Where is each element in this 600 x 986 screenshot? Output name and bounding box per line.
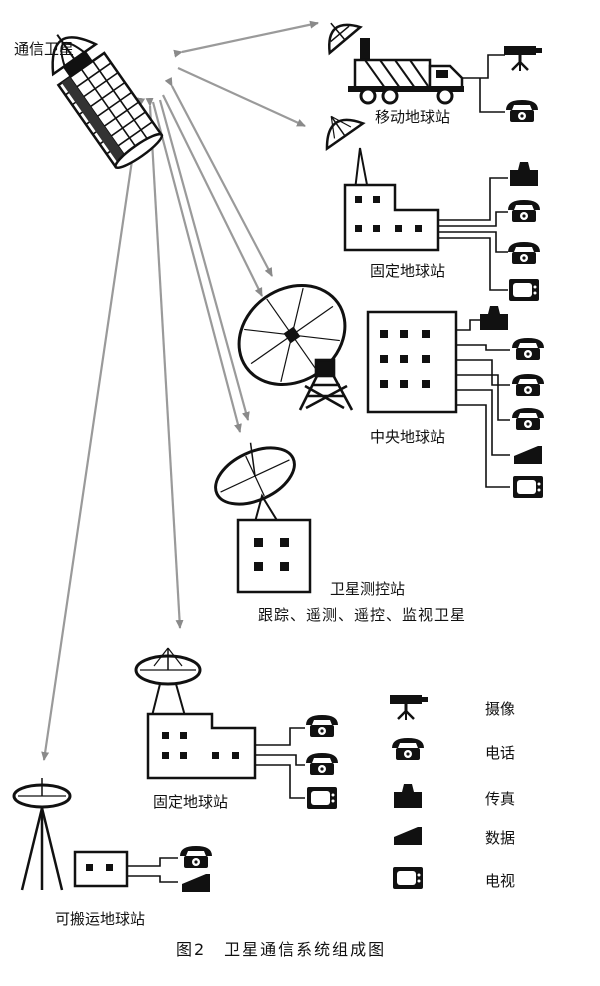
link-fixed-station-bottom <box>145 97 184 629</box>
dish-antenna-icon <box>237 283 347 387</box>
figure-caption: 图2 卫星通信系统组成图 <box>176 940 387 959</box>
fixed-earth-station-top <box>325 115 540 301</box>
dish-antenna-icon <box>134 647 202 686</box>
link-mobile-station-return <box>177 66 306 128</box>
telephone-icon <box>512 374 544 396</box>
building-icon <box>73 850 129 888</box>
building-icon <box>343 183 440 252</box>
telephone-icon <box>508 242 540 264</box>
link-fixed-station-top <box>164 77 273 277</box>
camera-icon <box>388 693 430 722</box>
satellite-icon <box>51 34 164 170</box>
ttc-station-label: 卫星测控站 <box>330 580 406 598</box>
legend-label-data: 数据 <box>485 829 516 847</box>
building-icon <box>236 518 312 594</box>
legend-label-telephone: 电话 <box>485 744 516 762</box>
fixed-station-top-label: 固定地球站 <box>370 262 446 280</box>
television-icon <box>509 279 539 301</box>
television-icon <box>513 476 543 498</box>
antenna-tower-icon <box>298 358 354 411</box>
dish-antenna-icon <box>12 778 72 809</box>
telephone-icon <box>508 200 540 222</box>
transmission-links <box>41 20 319 761</box>
telephone-icon <box>306 753 338 775</box>
central-earth-station <box>237 283 544 498</box>
legend <box>388 693 430 889</box>
telephone-icon <box>512 408 544 430</box>
building-icon <box>146 712 257 780</box>
legend-label-camera: 摄像 <box>485 700 516 718</box>
link-portable-station <box>41 97 146 761</box>
dish-antenna-icon <box>214 442 296 506</box>
camera-icon <box>502 44 544 73</box>
television-icon <box>307 787 337 809</box>
telephone-icon <box>506 100 538 122</box>
portable-earth-station <box>12 778 212 892</box>
telephone-icon <box>306 715 338 737</box>
telephone-icon <box>392 738 424 760</box>
dish-antenna-icon <box>325 115 366 152</box>
television-icon <box>393 867 423 889</box>
ttc-station <box>214 442 312 594</box>
ttc-functions-label: 跟踪、遥测、遥控、监视卫星 <box>258 606 467 624</box>
legend-label-fax: 传真 <box>485 790 516 808</box>
fixed-station-bottom-label: 固定地球站 <box>153 793 229 811</box>
satellite-label: 通信卫星 <box>14 40 75 58</box>
fax-icon <box>510 162 538 186</box>
mobile-station-label: 移动地球站 <box>375 108 451 126</box>
data-terminal-icon <box>514 446 542 464</box>
truck-icon <box>348 58 464 105</box>
fax-icon <box>480 306 508 330</box>
telephone-icon <box>180 846 212 868</box>
portable-station-label: 可搬运地球站 <box>55 910 146 928</box>
central-station-label: 中央地球站 <box>370 428 446 446</box>
fax-icon <box>394 784 422 808</box>
mobile-earth-station <box>328 22 544 122</box>
link-mobile-station <box>173 20 319 58</box>
fixed-earth-station-bottom <box>134 647 338 809</box>
telephone-icon <box>512 338 544 360</box>
legend-label-television: 电视 <box>485 872 516 890</box>
data-terminal-icon <box>182 874 210 892</box>
dish-antenna-icon <box>328 22 363 56</box>
data-terminal-icon <box>394 827 422 845</box>
